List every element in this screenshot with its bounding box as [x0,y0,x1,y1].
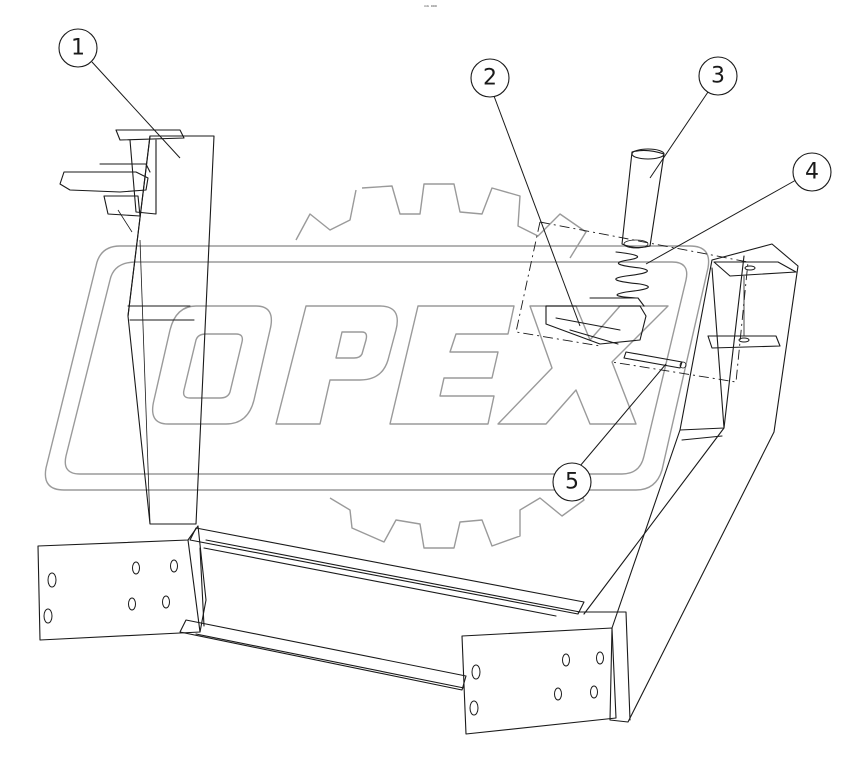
opex-watermark [44,183,710,549]
callout-1-label: 1 [71,36,85,61]
right-mid-bracket [707,335,781,349]
left-upright-front-face [127,135,215,525]
callout-5-circle [552,462,592,502]
latch-body [545,305,647,345]
right-base-plate [461,627,617,735]
header-mark: ᵐᵇ ⁰⁰⁰ [424,5,437,11]
right-upright-frame [577,243,799,723]
watermark-badge [44,245,710,491]
watermark-gear [295,183,587,549]
bolt-hole [170,559,178,573]
callout-3-circle [698,56,738,96]
bolt-hole [128,597,136,611]
callout-4-label: 4 [805,160,819,185]
left-upright-frame [59,129,215,525]
bolt-hole [562,653,570,667]
bolt-hole [471,664,481,680]
bolt-hole [43,608,53,624]
watermark-badge-inner [64,261,688,475]
bolt-hole [132,561,140,575]
left-base-plate [37,525,207,641]
left-top-bracket [115,129,185,141]
bolt-hole [554,687,562,701]
leader-line-4 [645,179,797,265]
callout-4-circle [792,152,832,192]
callout-2-circle [470,58,510,98]
callout-3-label: 3 [711,64,725,89]
cotter-pin [623,351,683,369]
callout-1-circle [58,28,98,68]
watermark-letter-x [497,305,669,425]
watermark-letter-o [151,305,273,425]
watermark-letter-p [275,305,398,425]
left-latch-plate [59,171,149,193]
pin-head [631,148,665,160]
bolt-hole [596,651,604,665]
callouts: 1 2 3 4 5 [58,28,832,502]
bolt-hole [590,685,598,699]
leader-line-5 [579,363,667,467]
pin-shaft [621,149,665,249]
bolt-hole [162,595,170,609]
callout-5-label: 5 [565,470,579,495]
bolt-hole [47,572,57,588]
watermark-letter-e [389,305,515,425]
leader-line-2 [493,95,581,327]
upper-cross-beam [189,527,585,615]
cross-beams [179,527,585,691]
bolt-hole [469,700,479,716]
leader-line-3 [649,91,709,179]
exploded-latch-assembly [515,148,749,383]
right-upright-front-face [609,243,799,723]
leader-line-1 [91,61,181,159]
spring [615,251,649,299]
right-top-bracket [713,261,797,277]
callout-2-label: 2 [483,66,497,91]
lower-cross-beam [179,619,467,691]
